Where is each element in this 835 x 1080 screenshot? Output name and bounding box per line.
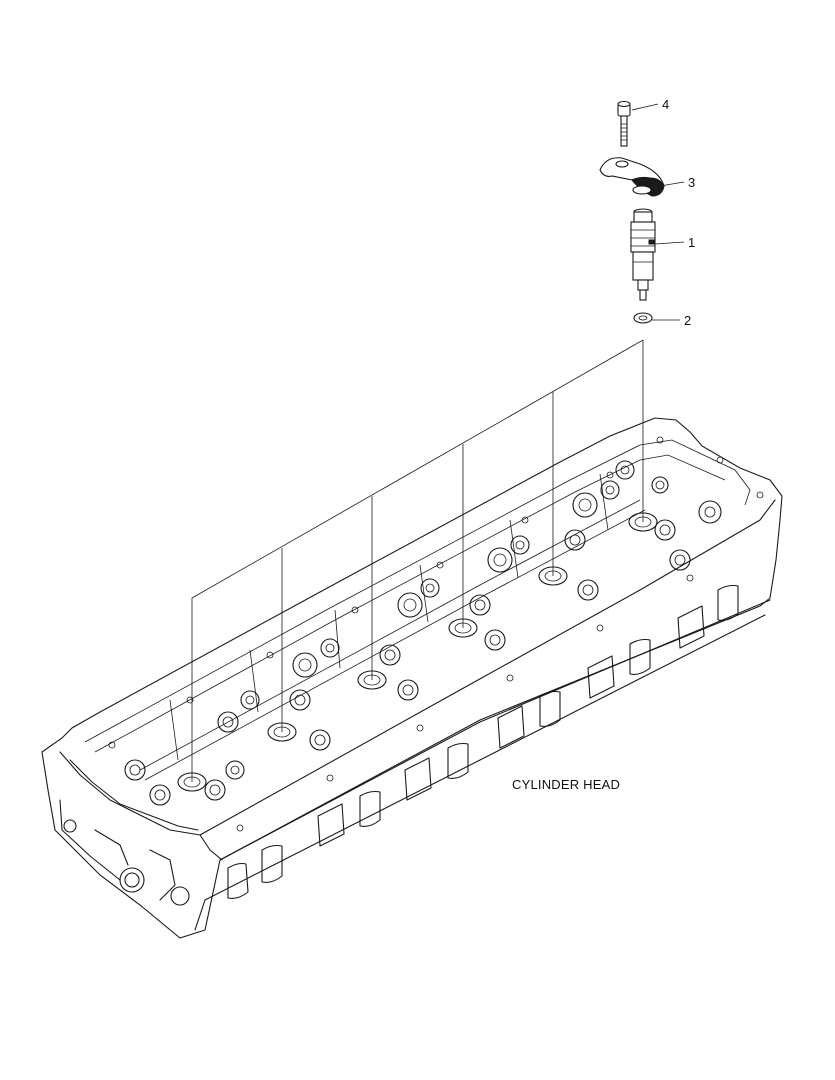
- clamp-part-3: [599, 157, 665, 197]
- cylinder-head: [41, 417, 783, 939]
- callout-label-1: 1: [688, 235, 695, 250]
- cylinder-head-caption: CYLINDER HEAD: [512, 777, 620, 792]
- side-ports: [227, 584, 739, 899]
- injector-part-1: [630, 208, 656, 301]
- washer-part-2: [633, 312, 653, 324]
- bolt-part-4: [617, 100, 631, 147]
- callout-label-3: 3: [688, 175, 695, 190]
- callout-3: 3: [659, 175, 695, 190]
- end-face: [59, 799, 190, 906]
- valve-seat-bosses: [124, 460, 722, 806]
- callout-label-4: 4: [662, 97, 669, 112]
- rim-bolt-holes: [108, 436, 764, 832]
- bore-leader-lines: [191, 339, 644, 782]
- callout-2: 2: [652, 313, 691, 328]
- callout-1: 1: [654, 235, 695, 250]
- callout-label-2: 2: [684, 313, 691, 328]
- callout-4: 4: [631, 97, 669, 112]
